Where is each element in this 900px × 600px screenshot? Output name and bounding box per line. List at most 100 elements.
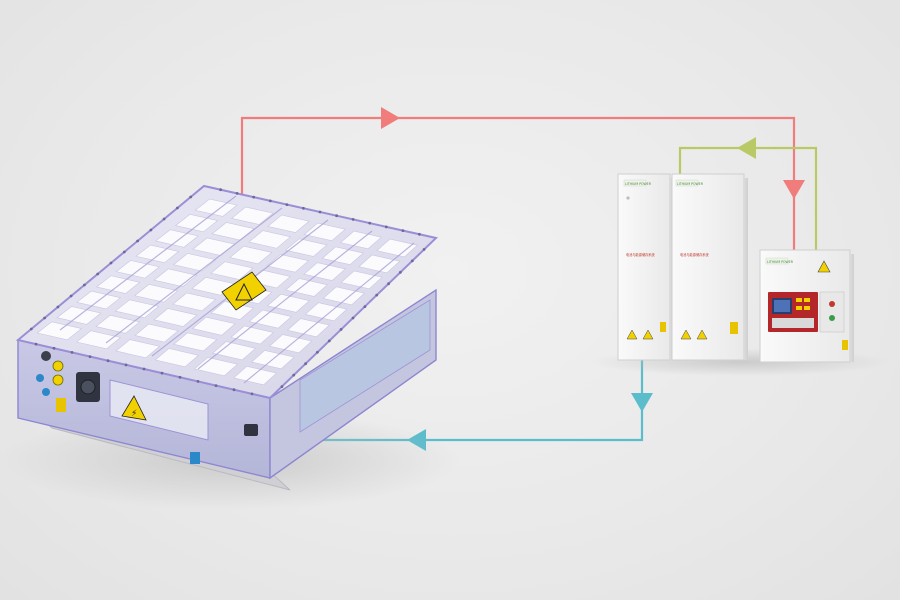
bolt <box>250 392 254 396</box>
high-voltage-warning-icon: ⚡ <box>121 395 147 421</box>
battery-cell <box>358 254 401 274</box>
pack-connectors <box>36 351 258 464</box>
battery-cell <box>191 316 236 336</box>
energy-storage-cabinets: LITHIUM POWER 电池与能源储存系统 LITHIUM POWER 电池… <box>590 173 890 376</box>
battery-cell <box>211 222 255 241</box>
battery-cell <box>284 238 328 257</box>
bolt <box>96 272 100 276</box>
bolt <box>176 206 179 210</box>
bolt <box>142 367 146 371</box>
storage-cabinet-middle: LITHIUM POWER 电池与能源储存系统 <box>671 173 748 361</box>
battery-cell <box>153 308 198 327</box>
bolt <box>124 363 128 367</box>
cabinet-brand-left: LITHIUM POWER <box>625 182 652 186</box>
battery-cell <box>135 244 180 264</box>
cabinet-label-middle: 电池与能源储存系统 <box>680 252 709 257</box>
bolt <box>232 388 236 392</box>
battery-cell <box>115 339 161 359</box>
bolt <box>422 248 426 251</box>
battery-cell <box>248 230 292 249</box>
bolt <box>34 342 38 346</box>
cabinet-label-left: 电池与能源储存系统 <box>626 252 655 257</box>
bolt <box>280 385 284 388</box>
bolt <box>304 362 307 366</box>
bolt <box>375 293 379 297</box>
battery-cell <box>95 275 141 294</box>
battery-cell <box>172 292 217 312</box>
battery-cell <box>173 332 218 352</box>
battery-cell <box>303 222 346 242</box>
battery-cell <box>134 284 179 303</box>
battery-cell <box>212 341 257 361</box>
bolt <box>384 225 388 229</box>
bolt <box>252 195 256 199</box>
battery-pack: ⚡ <box>0 184 460 510</box>
high-voltage-warning-icon <box>221 271 267 311</box>
bolt <box>214 384 218 387</box>
bolt <box>292 373 296 377</box>
bolt <box>410 259 414 263</box>
bolt <box>363 305 367 308</box>
high-voltage-warning-icon <box>817 260 831 273</box>
battery-cell <box>154 348 200 368</box>
arrowhead-icon <box>737 137 756 159</box>
bolt <box>335 214 338 218</box>
battery-cell <box>230 206 274 225</box>
bolt <box>29 327 33 331</box>
battery-cell <box>321 246 364 265</box>
bolt <box>52 346 56 350</box>
battery-cell <box>229 245 273 265</box>
battery-cell <box>210 301 255 320</box>
bolt <box>70 351 74 354</box>
bolt <box>178 375 182 379</box>
battery-cell <box>115 260 160 279</box>
bolt <box>318 210 322 214</box>
bolt <box>56 305 60 309</box>
control-panel <box>768 291 845 333</box>
bolt <box>285 203 289 207</box>
battery-cell <box>230 325 275 345</box>
bolt <box>43 316 46 320</box>
battery-cell <box>266 293 311 313</box>
arrowhead-icon <box>631 393 653 412</box>
battery-cell <box>233 365 278 386</box>
bolt <box>399 270 402 274</box>
battery-cell <box>155 229 199 248</box>
battery-cell <box>286 318 330 338</box>
bolt <box>69 294 73 298</box>
signal-line <box>678 137 818 252</box>
battery-module-grid <box>36 198 418 386</box>
bolt <box>235 192 239 195</box>
battery-cell <box>210 261 254 280</box>
bolt <box>83 283 86 287</box>
bolt <box>302 206 305 210</box>
storage-cabinet-left: LITHIUM POWER 电池与能源储存系统 <box>617 173 674 361</box>
bolt <box>418 232 421 236</box>
bolt <box>368 221 372 225</box>
pack-bolts <box>29 188 426 396</box>
battery-cell <box>95 314 141 334</box>
bolt <box>268 199 272 203</box>
battery-cell <box>75 330 122 350</box>
battery-cell <box>114 299 160 319</box>
battery-cell <box>268 334 313 354</box>
bolt <box>339 328 343 331</box>
battery-cell <box>248 309 293 329</box>
bolt <box>387 282 390 286</box>
bolt <box>109 261 113 265</box>
arrowhead-icon <box>783 180 805 199</box>
bolt <box>149 228 153 232</box>
bolt <box>136 239 140 243</box>
bolt <box>351 218 355 221</box>
warning-triangle-icon <box>626 329 654 340</box>
bolt <box>219 188 223 192</box>
warning-triangle-icon <box>680 329 708 340</box>
bolt <box>88 355 92 358</box>
bolt <box>160 371 164 375</box>
bolt <box>122 250 126 254</box>
battery-cell <box>285 278 328 297</box>
battery-cell <box>376 238 418 258</box>
control-cabinet: LITHIUM POWER <box>759 249 854 363</box>
